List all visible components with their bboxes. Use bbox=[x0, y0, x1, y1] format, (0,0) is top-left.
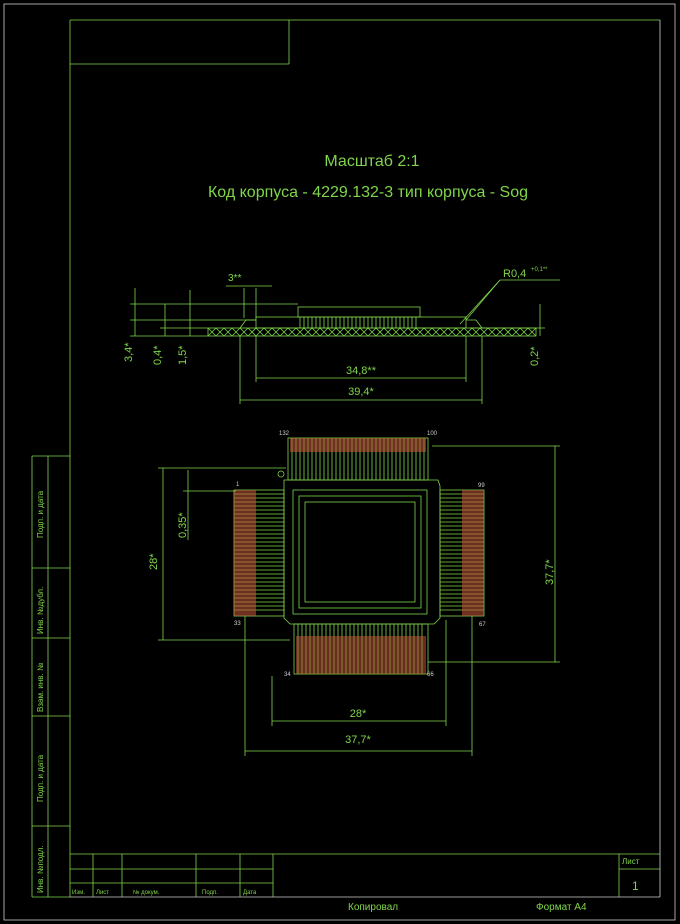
copied-label: Копировал bbox=[348, 902, 398, 913]
dim-span-vertical: 37,7* bbox=[544, 559, 556, 585]
dim-height-02: 0,2* bbox=[529, 346, 541, 366]
block-signature: Подп. bbox=[202, 890, 218, 896]
bottom-pads bbox=[296, 636, 426, 674]
block-doc-number: № докум. bbox=[133, 889, 160, 896]
side-body bbox=[297, 306, 421, 318]
cavity-outer bbox=[292, 489, 428, 615]
stamp-sign-date-1: Подп. и дата bbox=[36, 490, 45, 538]
side-view: 3,4* 0,4* 1,5* 0,2* 3** R0,4 +0,1** 34,8… bbox=[123, 267, 560, 404]
lead-bends bbox=[239, 319, 483, 329]
stamp-sign-date-2: Подп. и дата bbox=[36, 754, 45, 802]
pin-label-34: 34 bbox=[284, 672, 291, 678]
pin-label-100: 100 bbox=[427, 431, 438, 437]
sheet-border bbox=[3, 3, 676, 921]
top-view: 132 100 1 99 33 67 34 66 0,35* 28* 37,7*… bbox=[148, 431, 560, 756]
dim-width-394: 39,4* bbox=[348, 386, 374, 398]
block-change: Изм. bbox=[72, 890, 85, 896]
pin-label-99: 99 bbox=[478, 483, 485, 489]
dim-height-04: 0,4* bbox=[152, 345, 164, 365]
dim-body-vertical: 28* bbox=[148, 553, 160, 570]
package-code-title: Код корпуса - 4229.132-3 тип корпуса - S… bbox=[208, 184, 528, 201]
dim-width-348: 34,8** bbox=[346, 365, 377, 377]
top-pads bbox=[290, 438, 426, 452]
dim-span-horizontal: 37,7* bbox=[345, 734, 371, 746]
stamp-orig-inv: Инв. №подл. bbox=[36, 845, 45, 893]
pin-label-132: 132 bbox=[279, 431, 290, 437]
left-leads bbox=[233, 489, 285, 617]
pin-label-66: 66 bbox=[427, 672, 434, 678]
dim-height-34: 3,4* bbox=[123, 342, 135, 362]
side-stamp: Подп. и дата Инв. №дубл. Взам. инв. № По… bbox=[31, 455, 70, 898]
block-sheet-label: Лист bbox=[622, 857, 640, 866]
pin-label-33: 33 bbox=[234, 621, 241, 627]
stamp-repl-inv: Взам. инв. № bbox=[36, 662, 45, 712]
dim-lead-length: 3** bbox=[228, 273, 241, 284]
right-pads bbox=[462, 490, 484, 616]
block-sheet-number: 1 bbox=[632, 879, 639, 893]
top-leads bbox=[287, 437, 429, 481]
pin-label-67: 67 bbox=[479, 622, 486, 628]
block-date: Дата bbox=[243, 890, 257, 896]
drawing-frame bbox=[69, 19, 661, 898]
cavity-middle bbox=[298, 495, 422, 609]
side-leads-zone bbox=[255, 316, 467, 329]
bottom-leads bbox=[293, 623, 429, 675]
pin1-key bbox=[277, 470, 285, 478]
format-label: Формат А4 bbox=[536, 902, 587, 913]
cavity-inner bbox=[304, 501, 416, 603]
side-leads bbox=[299, 317, 417, 328]
dim-height-15: 1,5* bbox=[177, 345, 189, 365]
title-block: Изм. Лист № докум. Подп. Дата Лист 1 Коп… bbox=[70, 853, 660, 913]
right-leads bbox=[439, 489, 485, 617]
dim-radius-tolerance: +0,1** bbox=[531, 267, 548, 273]
dim-body-horizontal: 28* bbox=[350, 708, 367, 720]
stamp-dup-inv: Инв. №дубл. bbox=[36, 587, 45, 634]
left-pads bbox=[234, 490, 256, 616]
board-crosshatch bbox=[207, 327, 537, 337]
block-sheet: Лист bbox=[96, 890, 109, 896]
dim-radius: R0,4 bbox=[503, 268, 526, 280]
dim-pitch: 0,35* bbox=[177, 512, 189, 538]
pin-label-1: 1 bbox=[236, 482, 240, 488]
scale-title: Масштаб 2:1 bbox=[324, 153, 419, 170]
